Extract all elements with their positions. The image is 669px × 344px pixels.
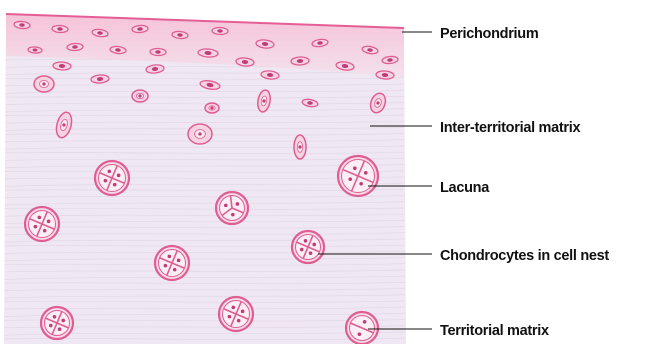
label-group: Perichondrium Inter-territorial matrix L… xyxy=(440,26,609,339)
cell-nucleus xyxy=(42,82,45,85)
cell-nucleus xyxy=(164,264,168,268)
cell-nucleus xyxy=(210,106,213,109)
cell-nucleus xyxy=(363,320,367,324)
chondrocyte-oval xyxy=(188,124,212,144)
cell-nucleus xyxy=(61,319,65,323)
cell-nest xyxy=(25,207,59,241)
cell-nest xyxy=(292,231,324,263)
label-chondrocytes-in-cell-nest: Chondrocytes in cell nest xyxy=(440,248,609,264)
cell-nucleus xyxy=(138,94,141,97)
cell-nucleus xyxy=(232,306,236,310)
label-inter-territorial-matrix: Inter-territorial matrix xyxy=(440,120,580,136)
cell-nucleus xyxy=(298,145,301,148)
cell-nucleus xyxy=(168,255,172,259)
chondrocyte-flat xyxy=(67,43,83,51)
chondrocyte-flat xyxy=(52,25,68,33)
cell-nest xyxy=(216,192,248,224)
chondrocyte-oval xyxy=(205,103,219,113)
cell-nucleus xyxy=(228,315,232,319)
cell-nucleus xyxy=(359,182,363,186)
label-lacuna: Lacuna xyxy=(440,180,490,196)
chondrocyte-oval xyxy=(132,90,148,102)
cell-nucleus xyxy=(312,243,316,247)
label-territorial-matrix: Territorial matrix xyxy=(440,323,549,339)
chondrocyte-flat xyxy=(291,57,309,66)
cell-nucleus xyxy=(43,229,47,233)
chondrocyte-oval xyxy=(294,135,306,159)
cell-nucleus xyxy=(58,327,62,331)
cell-nest xyxy=(41,307,73,339)
label-perichondrium: Perichondrium xyxy=(440,26,538,42)
cell-nest xyxy=(338,156,378,196)
cell-nucleus xyxy=(348,177,352,181)
cell-nucleus xyxy=(236,202,240,206)
cell-nest xyxy=(219,297,253,331)
cell-nucleus xyxy=(364,171,368,175)
cell-nucleus xyxy=(113,183,117,187)
chondrocyte-oval xyxy=(34,76,54,92)
tissue-section xyxy=(0,14,410,344)
cell-nucleus xyxy=(237,319,241,323)
chondrocyte-flat xyxy=(150,48,166,56)
chondrocyte-flat xyxy=(28,47,42,54)
cell-nucleus xyxy=(47,220,51,224)
cell-nest xyxy=(346,312,378,344)
cell-nucleus xyxy=(353,166,357,170)
cell-nucleus xyxy=(173,268,177,272)
cell-nucleus xyxy=(53,315,57,319)
cell-nucleus xyxy=(34,225,38,229)
cell-nucleus xyxy=(177,259,181,263)
cell-nucleus xyxy=(198,132,201,135)
cell-nucleus xyxy=(300,248,304,252)
chondrocyte-flat xyxy=(212,27,228,35)
cell-nucleus xyxy=(358,332,362,336)
cell-nucleus xyxy=(104,179,108,183)
cell-nest xyxy=(155,246,189,280)
cell-nucleus xyxy=(304,239,308,243)
cell-nucleus xyxy=(231,213,235,217)
cell-nucleus xyxy=(49,324,53,328)
cell-nucleus xyxy=(38,216,42,220)
chondrocyte-flat xyxy=(53,62,71,71)
cell-nucleus xyxy=(224,204,228,208)
cell-nucleus xyxy=(117,174,121,178)
cell-nucleus xyxy=(108,170,112,174)
cell-nest xyxy=(95,161,129,195)
cell-nucleus xyxy=(309,251,313,255)
cell-nucleus xyxy=(241,310,245,314)
